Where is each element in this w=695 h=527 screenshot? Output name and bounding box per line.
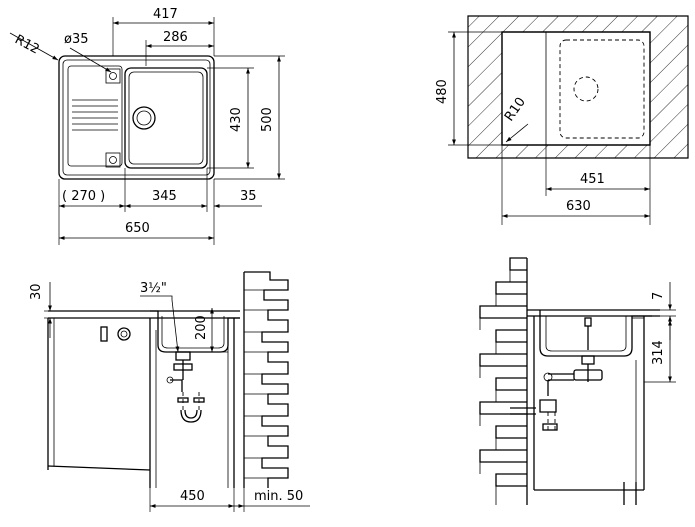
dim-630-label: 630 — [566, 199, 591, 214]
sink-section-right — [539, 310, 652, 357]
overflow-hole — [105, 152, 121, 168]
dim-650-label: 650 — [125, 221, 150, 236]
dim-500-label: 500 — [260, 107, 275, 132]
top-view-sink-plan: 417 286 R12 ø35 430 500 ( 270 ) 345 35 6… — [9, 7, 285, 245]
drainer-area — [67, 65, 123, 167]
dim-450-label: 450 — [180, 489, 205, 504]
dim-286-label: 286 — [163, 30, 188, 45]
dim-345-label: 345 — [152, 189, 177, 204]
brick-wall-right — [479, 257, 528, 505]
drain-hole — [132, 106, 156, 130]
dim-r10-label: R10 — [502, 95, 529, 125]
dim-200-label: 200 — [194, 315, 209, 340]
dim-417-label: 417 — [153, 7, 178, 22]
brick-wall-left — [243, 271, 289, 488]
dim-451-label: 451 — [580, 172, 605, 187]
dim-d35-label: ø35 — [64, 32, 89, 47]
sink-footprint-dashed — [559, 39, 645, 139]
dim-270-label: ( 270 ) — [62, 189, 105, 204]
bowl-outline — [124, 67, 208, 169]
sink-outline — [58, 55, 215, 180]
tap-hole — [105, 68, 121, 84]
dim-314-label: 314 — [651, 340, 666, 365]
sink-section-left — [150, 310, 240, 353]
cutout-view: R10 480 451 630 — [435, 15, 689, 225]
side-view-right: 7 314 — [479, 257, 676, 505]
dim-r12-label: R12 — [12, 32, 42, 57]
dim-480-label: 480 — [435, 79, 450, 104]
worktop-hatched — [467, 15, 689, 159]
dim-7-label: 7 — [651, 292, 666, 300]
dim-min50-label: min. 50 — [254, 489, 303, 504]
dim-35-label: 35 — [240, 189, 257, 204]
dim-thread-label: 3½" — [140, 281, 167, 296]
sink-inner-outline — [62, 59, 211, 176]
dim-430-label: 430 — [229, 107, 244, 132]
dim-30-label: 30 — [29, 283, 44, 300]
tap-control — [100, 326, 108, 342]
drain-dashed — [573, 76, 599, 102]
side-view-left: 30 3½" 200 450 min. 50 — [29, 271, 310, 512]
